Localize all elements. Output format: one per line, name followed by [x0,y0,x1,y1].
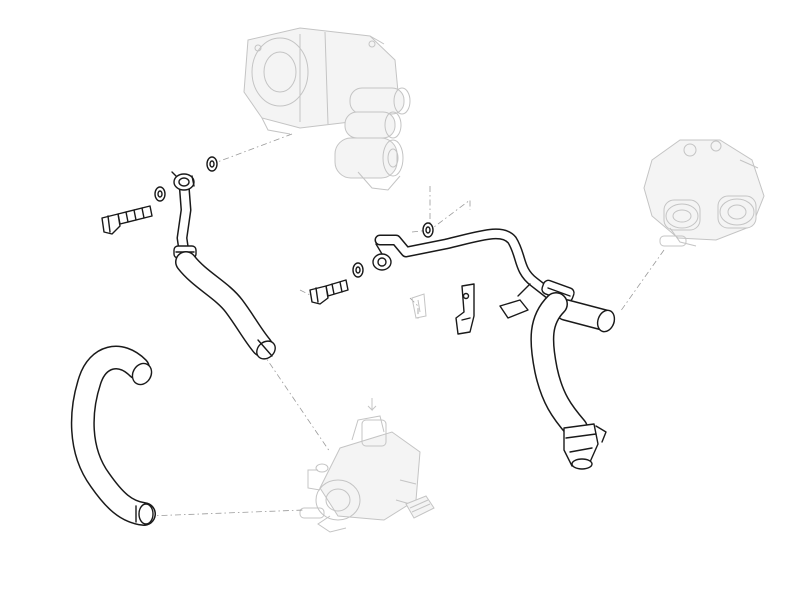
sealing-ring[interactable] [422,222,434,238]
sealing-ring[interactable] [352,262,364,278]
bolt[interactable] [309,279,349,305]
thermostat-housing[interactable] [643,139,765,247]
electric-water-pump[interactable] [299,398,435,533]
hose-clamp[interactable] [411,293,427,319]
sealing-ring[interactable] [154,186,166,202]
sealing-ring[interactable] [206,156,218,172]
feed-line-with-hose[interactable] [171,171,279,363]
bracket[interactable] [455,283,475,335]
return-line-with-hose[interactable] [372,228,617,470]
turbocharger[interactable] [243,27,411,191]
coolant-hose[interactable] [70,345,156,526]
bolt[interactable] [101,205,153,235]
